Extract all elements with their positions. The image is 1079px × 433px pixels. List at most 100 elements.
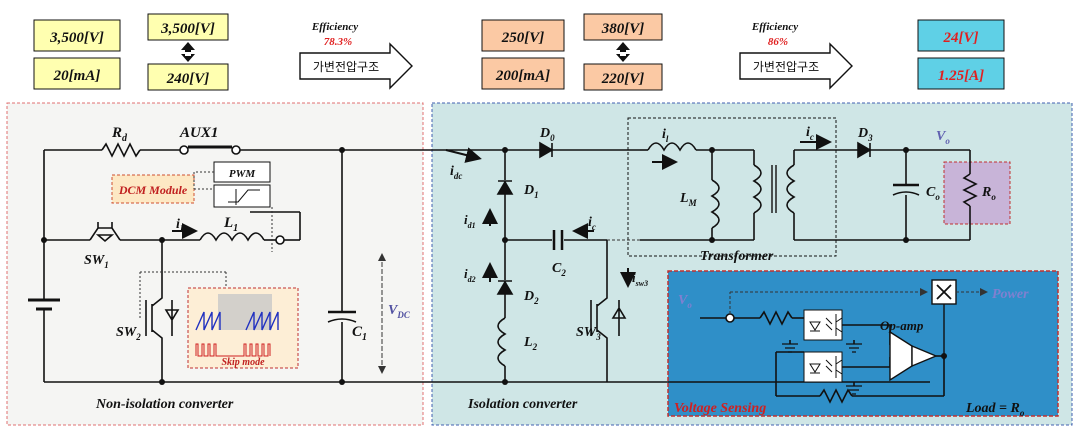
sw2-label: SW2 <box>116 325 141 342</box>
stage1-range-low-box <box>147 63 229 91</box>
d3-label: D3 <box>857 126 873 143</box>
output-current-box <box>917 57 1005 90</box>
d0-label: D0 <box>539 126 555 143</box>
stage2-voltage: 250[V] <box>501 30 545 46</box>
l2-inductor <box>497 317 507 367</box>
pwm-label: PWM <box>229 168 257 180</box>
efficiency-arrow-1 <box>299 42 413 90</box>
l2-label: L2 <box>523 335 538 352</box>
stage1-range-low: 240[V] <box>166 71 210 87</box>
sensing-vo-label: Vo <box>678 293 692 310</box>
stage2-current: 200[mA] <box>495 68 550 84</box>
skip-mode-label: Skip mode <box>221 357 265 368</box>
c2-label: C2 <box>552 261 566 278</box>
output-voltage-box <box>917 19 1005 52</box>
non-isolation-title: Non-isolation converter <box>95 397 234 412</box>
opamp-label: Op-amp <box>880 318 924 333</box>
id1-label: id1 <box>464 212 476 230</box>
power-label: Power <box>992 287 1029 302</box>
il-transformer-label: il <box>662 127 669 144</box>
stage1-current-box <box>33 57 121 90</box>
sw2-switch <box>145 290 180 346</box>
stage2-current-box <box>481 57 565 90</box>
id2-label: id2 <box>464 266 476 284</box>
transformer-secondary <box>786 164 796 214</box>
isolation-labels: D0 idc D1 id1 id2 C2 ic D2 L2 SW3 isw3 i… <box>450 125 996 412</box>
dcm-module-box <box>111 174 195 204</box>
load-label: Load = Ro <box>965 401 1025 418</box>
sw1-label: SW1 <box>84 253 109 270</box>
comparator-box <box>213 184 271 208</box>
output-voltage: 24[V] <box>943 30 979 46</box>
d2-label: D2 <box>523 289 539 306</box>
arrow2-caption: Efficiency <box>751 21 798 33</box>
aux1-label: AUX1 <box>179 125 218 141</box>
non-isolation-labels: Rd AUX1 iL L1 SW1 SW2 C1 VDC Non-isolati… <box>84 125 411 412</box>
sense-resistor-1 <box>759 310 793 326</box>
vo-label: Vo <box>936 129 950 146</box>
lm-label: LM <box>679 191 698 208</box>
aux1-switch <box>231 145 241 155</box>
ic-mid-label: ic <box>588 215 596 232</box>
stage2-range-high: 380[V] <box>601 21 645 37</box>
ic-transformer-label: ic <box>806 125 814 142</box>
efficiency-arrow-2 <box>739 42 853 90</box>
stage2-range-arrow <box>616 42 630 62</box>
c1-label: C1 <box>352 324 367 343</box>
stage2-range-low-box <box>583 63 663 91</box>
l1-label: L1 <box>223 215 238 234</box>
c1-capacitor <box>327 318 357 323</box>
voltage-sensing-title: Voltage Sensing <box>674 401 766 416</box>
ro-box <box>943 161 1011 225</box>
stage1-range-arrow <box>181 42 195 62</box>
dcm-module-group: DCM Module PWM <box>111 161 273 318</box>
isw3-label: isw3 <box>632 270 648 288</box>
stage2-range-low: 220[V] <box>601 71 645 87</box>
arrow2-value: 86% <box>768 36 788 48</box>
transformer-label: Transformer <box>700 249 774 264</box>
stage2-range-high-box <box>583 13 663 41</box>
stage1-voltage: 3,500[V] <box>49 30 104 46</box>
arrow2-label: 가변전압구조 <box>753 60 819 74</box>
stage1-voltage-box <box>33 19 121 52</box>
isolation-title: Isolation converter <box>467 397 578 412</box>
stage1-current: 20[mA] <box>53 68 101 84</box>
il-inductor <box>647 142 697 152</box>
top-row: 3,500[V] 20[mA] 3,500[V] 240[V] Efficien… <box>33 13 1005 91</box>
sw3-switch <box>590 290 627 346</box>
lm-inductor <box>710 179 720 229</box>
arrow1-caption: Efficiency <box>311 21 358 33</box>
idc-label: idc <box>450 164 462 181</box>
arrow1-label: 가변전압구조 <box>313 60 379 74</box>
ro-label: Ro <box>981 185 996 202</box>
isolation-wires <box>445 134 1011 385</box>
transformer-primary <box>752 164 762 214</box>
stage2-voltage-box <box>481 19 565 52</box>
arrow1-value: 78.3% <box>324 36 352 48</box>
opamp-buffer <box>911 344 938 368</box>
co-label: Co <box>926 185 940 202</box>
sw3-label: SW3 <box>576 325 601 342</box>
skip-mode-group: Skip mode <box>187 287 299 369</box>
co-capacitor <box>892 191 920 196</box>
non-isolation-wires <box>28 142 930 385</box>
il-label: iL <box>176 217 186 234</box>
non-isolation-region <box>6 102 424 426</box>
sw1-switch <box>89 222 121 243</box>
rd-label: Rd <box>111 125 128 144</box>
l1-inductor <box>199 232 265 242</box>
output-current: 1.25[A] <box>938 68 984 84</box>
rd-resistor <box>101 142 141 158</box>
stage1-range-high-box <box>147 13 229 41</box>
vdc-label: VDC <box>388 303 411 320</box>
sense-resistor-2 <box>819 388 853 404</box>
stage1-range-high: 3,500[V] <box>160 21 215 37</box>
transformer-box <box>627 117 837 257</box>
d1-label: D1 <box>523 183 539 200</box>
dcm-module-label: DCM Module <box>118 183 188 197</box>
voltage-sensing: Vo Power <box>674 279 1029 418</box>
voltage-sensing-region <box>667 270 1059 417</box>
ro-resistor <box>962 173 978 207</box>
